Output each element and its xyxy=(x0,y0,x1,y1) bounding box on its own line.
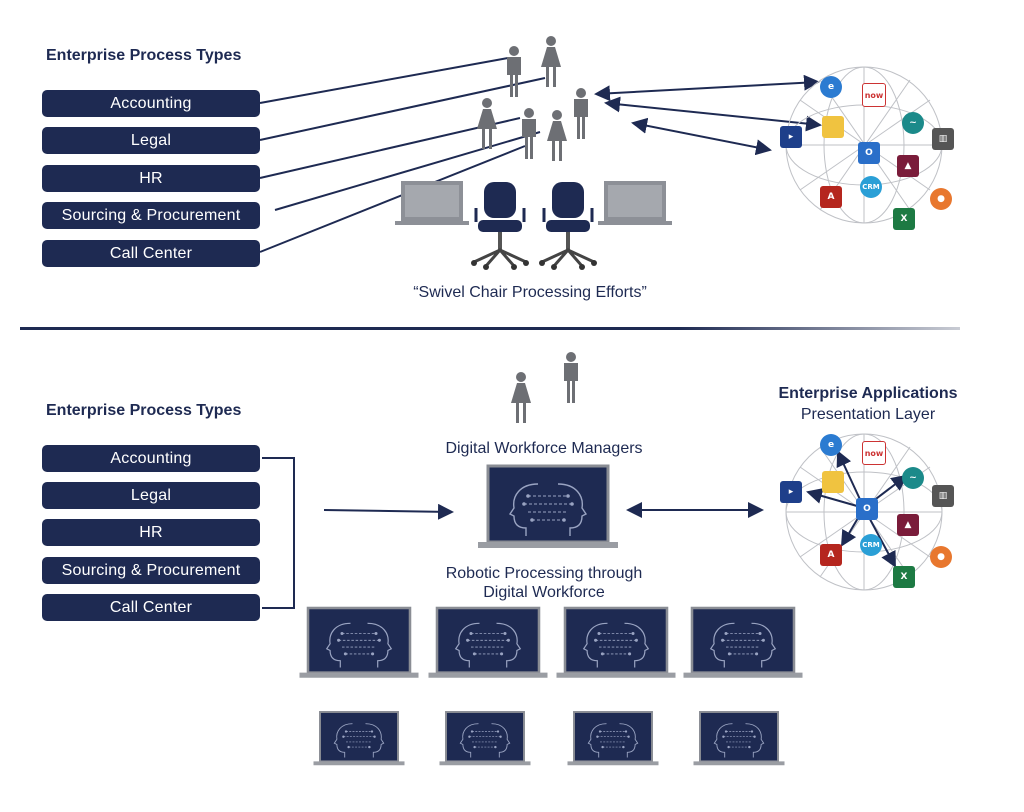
top-process-legal[interactable]: Legal xyxy=(42,127,260,154)
internet-explorer-icon: e xyxy=(820,76,842,98)
section-divider xyxy=(20,327,960,330)
xero-icon: ▲ xyxy=(897,155,919,177)
excel-icon: X xyxy=(893,566,915,588)
bot-laptop-icon xyxy=(692,711,786,767)
app-icon: ● xyxy=(930,188,952,210)
app-icon: ~ xyxy=(902,467,924,489)
xero-icon: ▲ xyxy=(897,514,919,536)
acrobat-icon: A xyxy=(820,186,842,208)
outlook-icon: O xyxy=(858,142,880,164)
terminal-icon: ▸ xyxy=(780,126,802,148)
chair-right-icon xyxy=(537,180,599,272)
internet-explorer-icon: e xyxy=(820,434,842,456)
apps-title: Enterprise Applications xyxy=(778,385,958,402)
app-icon: ~ xyxy=(902,112,924,134)
bottom-process-sourcing[interactable]: Sourcing & Procurement xyxy=(42,557,260,584)
laptop-left-icon xyxy=(395,181,469,225)
laptop-right-icon xyxy=(598,181,672,225)
top-heading: Enterprise Process Types xyxy=(46,47,242,64)
top-process-accounting[interactable]: Accounting xyxy=(42,90,260,117)
main-brain-laptop-icon xyxy=(476,464,620,550)
bot-laptop-icon xyxy=(555,606,677,679)
bot-laptop-icon xyxy=(438,711,532,767)
bottom-process-call-center[interactable]: Call Center xyxy=(42,594,260,621)
bottom-heading: Enterprise Process Types xyxy=(46,402,242,419)
crm-icon: CRM xyxy=(860,534,882,556)
bot-laptop-icon xyxy=(682,606,804,679)
person-icon xyxy=(507,46,521,97)
swivel-chair-caption: “Swivel Chair Processing Efforts” xyxy=(413,284,647,301)
terminal-icon: ▸ xyxy=(780,481,802,503)
manager-woman-icon xyxy=(511,372,531,423)
bottom-process-hr[interactable]: HR xyxy=(42,519,260,546)
bot-laptop-icon xyxy=(427,606,549,679)
server-icon: ▥ xyxy=(932,485,954,507)
bot-laptop-icon xyxy=(298,606,420,679)
servicenow-icon: now xyxy=(862,441,886,465)
excel-icon: X xyxy=(893,208,915,230)
manager-man-icon xyxy=(564,352,578,403)
robotic-label-line1: Robotic Processing through xyxy=(445,565,643,582)
folder-icon xyxy=(822,116,844,138)
top-process-hr[interactable]: HR xyxy=(42,165,260,192)
crm-icon: CRM xyxy=(860,176,882,198)
servicenow-icon: now xyxy=(862,83,886,107)
outlook-icon: O xyxy=(856,498,878,520)
connector-line xyxy=(259,57,509,104)
acrobat-icon: A xyxy=(820,544,842,566)
app-icon: ● xyxy=(930,546,952,568)
bottom-process-accounting[interactable]: Accounting xyxy=(42,445,260,472)
managers-label: Digital Workforce Managers xyxy=(445,440,643,457)
bot-laptop-icon xyxy=(312,711,406,767)
apps-subtitle: Presentation Layer xyxy=(800,406,936,423)
folder-icon xyxy=(822,471,844,493)
server-icon: ▥ xyxy=(932,128,954,150)
bot-laptop-icon xyxy=(566,711,660,767)
robotic-label-line2: Digital Workforce xyxy=(483,584,605,601)
top-process-call-center[interactable]: Call Center xyxy=(42,240,260,267)
top-process-sourcing[interactable]: Sourcing & Procurement xyxy=(42,202,260,229)
chair-left-icon xyxy=(469,180,531,272)
bottom-process-legal[interactable]: Legal xyxy=(42,482,260,509)
